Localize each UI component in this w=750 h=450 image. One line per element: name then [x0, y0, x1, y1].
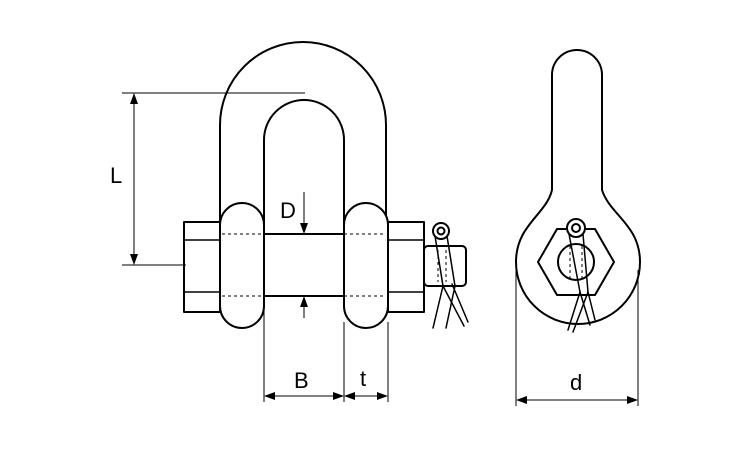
cotter-pin [432, 222, 469, 329]
label-L: L [110, 163, 122, 188]
pin-end [423, 245, 467, 287]
dimension-d: d [515, 270, 639, 406]
front-view [183, 41, 469, 329]
dimension-B: B [263, 300, 345, 402]
label-d: d [570, 370, 582, 395]
side-cotter-pin [566, 218, 596, 333]
pin-head [183, 221, 221, 313]
left-eye [219, 202, 265, 329]
right-eye [343, 202, 389, 329]
dimension-D: D [280, 192, 308, 318]
pin-shaft [263, 233, 345, 297]
label-B: B [294, 368, 309, 393]
label-t: t [360, 366, 366, 391]
side-view [515, 49, 641, 333]
dimension-t: t [344, 322, 389, 402]
dimension-L: L [110, 92, 305, 266]
nut [387, 221, 425, 313]
label-D: D [280, 198, 296, 223]
